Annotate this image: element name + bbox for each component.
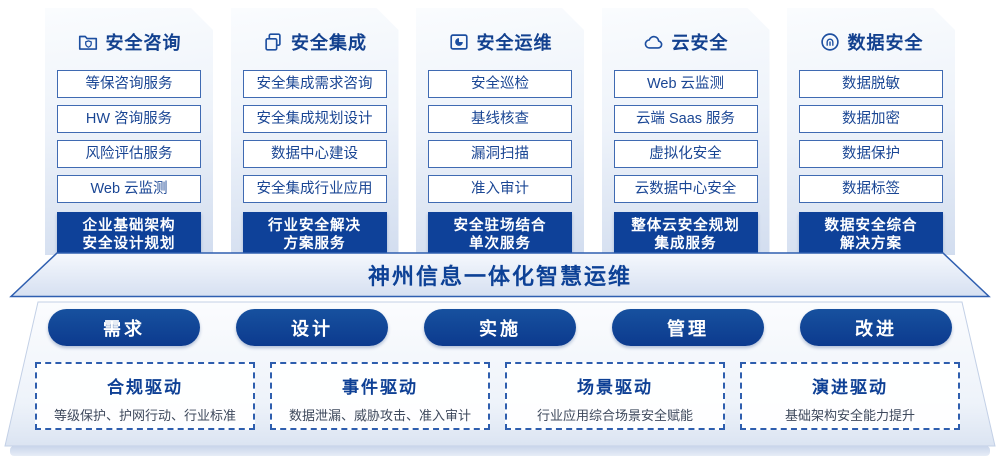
footer-line: 行业安全解决 [268,217,361,234]
card-header: 安全咨询 [57,29,201,55]
service-item: 基线核查 [428,105,572,133]
card-title: 安全集成 [291,33,367,53]
card-title: 安全运维 [476,33,553,53]
card-cloud-security: 云安全 Web 云监测 云端 Saas 服务 虚拟化安全 云数据中心安全 整体云… [601,8,770,255]
pill-design: 设计 [236,309,388,346]
driver-title: 演进驱动 [812,378,888,397]
service-item: 数据脱敏 [799,70,943,98]
driver-evolution: 演进驱动 基础架构安全能力提升 [740,362,960,430]
cloud-icon [643,31,665,53]
card-footer-highlight: 整体云安全规划 集成服务 [613,212,758,255]
documents-copy-icon [262,31,284,53]
service-item: 数据中心建设 [242,140,387,168]
service-item: 等保咨询服务 [57,70,201,98]
fingerprint-circle-icon [819,31,841,53]
folder-pie-icon [448,31,470,53]
footer-line: 数据安全综合 [824,217,918,234]
card-footer-highlight: 企业基础架构 安全设计规划 [57,212,201,255]
footer-line: 安全驻场结合 [453,217,547,234]
footer-line: 集成服务 [654,235,717,252]
service-item: 安全集成需求咨询 [242,70,387,98]
driver-desc: 行业应用综合场景安全赋能 [536,408,693,423]
service-item: HW 咨询服务 [57,105,201,133]
pill-requirement: 需求 [48,309,200,346]
service-item: 数据保护 [799,140,943,168]
driver-title: 事件驱动 [342,378,418,397]
footer-line: 解决方案 [840,235,902,252]
pill-implementation: 实施 [424,309,576,346]
card-header: 数据安全 [799,29,943,55]
service-item: Web 云监测 [613,70,758,98]
card-footer-highlight: 安全驻场结合 单次服务 [428,212,572,255]
service-item: 数据标签 [799,175,943,203]
footer-line: 单次服务 [469,235,531,252]
card-header: 安全运维 [428,29,572,55]
card-title: 云安全 [671,33,729,53]
card-security-operations: 安全运维 安全巡检 基线核查 漏洞扫描 准入审计 安全驻场结合 单次服务 [416,8,584,255]
driver-desc: 基础架构安全能力提升 [784,408,915,423]
card-security-integration: 安全集成 安全集成需求咨询 安全集成规划设计 数据中心建设 安全集成行业应用 行… [230,8,399,255]
banner: 神州信息一体化智慧运维 [0,252,1000,298]
driver-title: 场景驱动 [577,378,653,397]
service-item: 安全集成行业应用 [242,175,387,203]
banner-shape [9,252,991,298]
card-header: 云安全 [614,29,758,55]
service-item: 数据加密 [799,105,943,133]
pill-improvement: 改进 [800,309,952,346]
driver-desc: 等级保护、护网行动、行业标准 [53,408,236,423]
driver-desc: 数据泄漏、威胁攻击、准入审计 [288,408,471,423]
footer-line: 安全设计规划 [82,235,176,252]
service-item: 安全巡检 [428,70,572,98]
service-cards-row: 安全咨询 等保咨询服务 HW 咨询服务 风险评估服务 Web 云监测 企业基础架… [45,8,955,255]
process-pills-row: 需求 设计 实施 管理 改进 [48,309,952,346]
card-data-security: 数据安全 数据脱敏 数据加密 数据保护 数据标签 数据安全综合 解决方案 [787,8,955,255]
service-item: Web 云监测 [57,175,201,203]
card-title: 数据安全 [847,33,924,53]
drivers-row: 合规驱动 等级保护、护网行动、行业标准 事件驱动 数据泄漏、威胁攻击、准入审计 … [35,362,960,430]
footer-line: 整体云安全规划 [631,217,740,234]
driver-compliance: 合规驱动 等级保护、护网行动、行业标准 [35,362,255,430]
card-title: 安全咨询 [105,33,182,53]
driver-title: 合规驱动 [107,378,183,397]
pill-management: 管理 [612,309,764,346]
footer-line: 方案服务 [283,235,346,252]
platform-shadow [10,446,990,456]
card-footer-highlight: 行业安全解决 方案服务 [242,212,387,255]
service-item: 漏洞扫描 [428,140,572,168]
card-header: 安全集成 [243,29,387,55]
folder-shield-icon [77,31,99,53]
service-item: 安全集成规划设计 [242,105,387,133]
service-item: 云数据中心安全 [613,175,758,203]
service-item: 虚拟化安全 [613,140,758,168]
banner-title: 神州信息一体化智慧运维 [367,264,632,289]
service-item: 准入审计 [428,175,572,203]
card-security-consulting: 安全咨询 等保咨询服务 HW 咨询服务 风险评估服务 Web 云监测 企业基础架… [45,8,213,255]
footer-line: 企业基础架构 [82,217,176,234]
service-item: 云端 Saas 服务 [613,105,758,133]
service-item: 风险评估服务 [57,140,201,168]
driver-incident: 事件驱动 数据泄漏、威胁攻击、准入审计 [270,362,490,430]
driver-scenario: 场景驱动 行业应用综合场景安全赋能 [505,362,725,430]
card-footer-highlight: 数据安全综合 解决方案 [799,212,943,255]
